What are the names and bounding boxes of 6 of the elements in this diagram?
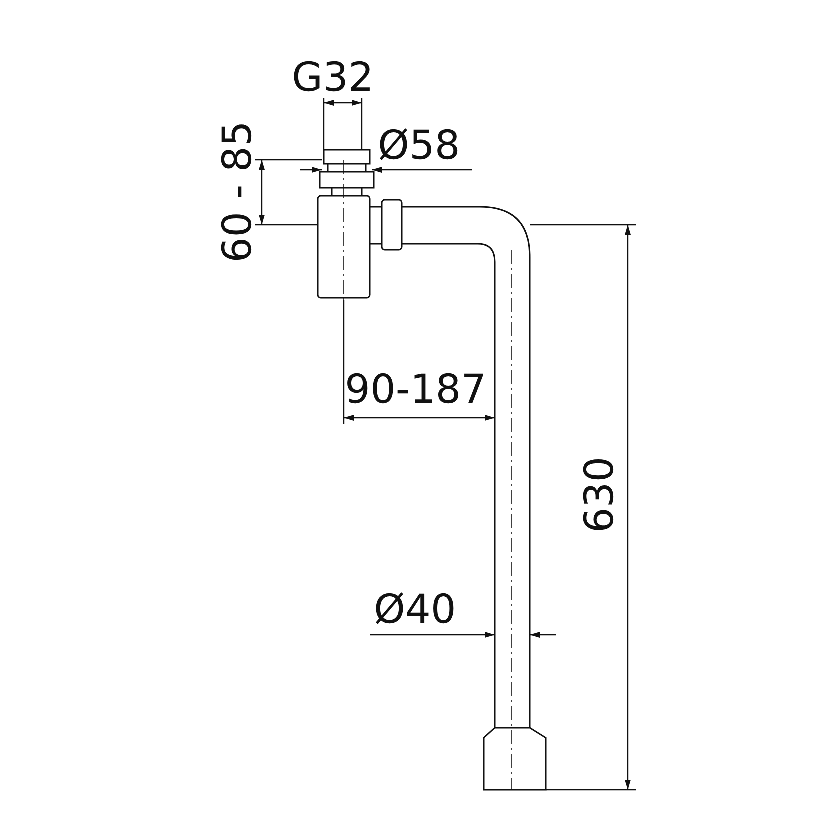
dimension-label: 630	[580, 456, 620, 534]
dimension-label: Ø40	[374, 590, 456, 630]
dimension-label: G32	[292, 58, 374, 98]
dimension-label: 90-187	[345, 370, 487, 410]
dimension-label: 60 - 85	[218, 121, 258, 263]
dimension-label: Ø58	[378, 126, 460, 166]
